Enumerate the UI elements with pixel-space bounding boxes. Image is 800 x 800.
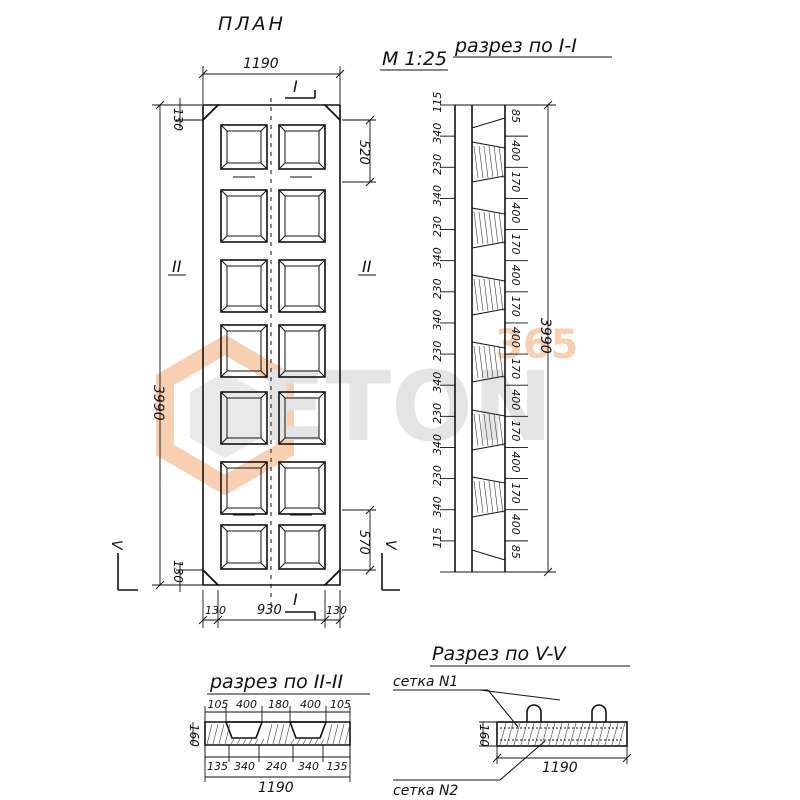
- dimension-label: 400: [509, 265, 522, 286]
- dimension-label: 400: [236, 698, 257, 711]
- dimension-label: 400: [509, 389, 522, 410]
- cut-2-mark-right: II: [362, 257, 372, 276]
- dimension-label: 230: [431, 341, 444, 362]
- section-2-view: 160 105 400 180 400 105 135 340 240 340 135 1190: [187, 698, 351, 796]
- dimension-label: 230: [431, 465, 444, 486]
- plan-cell: [220, 189, 268, 243]
- dimension-label: 170: [509, 420, 522, 441]
- bottom-left-dim: 130: [205, 604, 226, 617]
- plan-cell: [278, 324, 326, 378]
- plan-cell: [278, 461, 326, 515]
- plan-dimensions: 1190 I I 3990 130 130 II II 520: [108, 56, 400, 628]
- watermark-hexagon-icon: [156, 334, 294, 496]
- dimension-label: 240: [266, 760, 287, 773]
- dimension-label: 180: [268, 698, 289, 711]
- cut-5-mark-left: V: [108, 540, 124, 551]
- section-1-rib: [471, 141, 506, 183]
- section-1-overall-dim: 3990: [537, 318, 553, 354]
- section-2-overall-dim: 1190: [258, 780, 294, 796]
- mesh-1-label: сетка N1: [393, 674, 458, 690]
- cut-2-mark-left: II: [172, 257, 182, 276]
- dimension-label: 340: [234, 760, 255, 773]
- dimension-label: 85: [509, 109, 522, 123]
- plan-cell: [220, 391, 268, 445]
- plan-cell: [220, 524, 268, 570]
- dimension-label: 340: [431, 434, 444, 455]
- watermark-number: 365: [495, 322, 579, 368]
- plan-view: [202, 104, 341, 586]
- dimension-label: 230: [431, 216, 444, 237]
- dimension-label: 85: [509, 545, 522, 559]
- plan-cell: [278, 524, 326, 570]
- dimension-label: 340: [431, 185, 444, 206]
- section-5-view: 160 1190 сетка N1 сетка N2: [393, 674, 632, 799]
- dimension-label: 105: [330, 698, 351, 711]
- section-5-width-dim: 1190: [542, 760, 578, 776]
- plan-cell: [278, 259, 326, 313]
- dimension-label: 135: [327, 760, 348, 773]
- dimension-label: 170: [509, 296, 522, 317]
- plan-title: ПЛАН: [218, 13, 286, 35]
- dimension-label: 340: [431, 372, 444, 393]
- dimension-label: 135: [207, 760, 228, 773]
- bottom-right-dim: 130: [326, 604, 347, 617]
- section-1-view: 3990 115 340 230 340 230 340 230 340 230 340 230 34…: [431, 92, 556, 577]
- section-5-title: Разрез по V-V: [432, 643, 568, 665]
- plan-width-dim: 1190: [243, 56, 279, 72]
- dimension-label: 340: [431, 496, 444, 517]
- section-1-rib: [471, 274, 506, 316]
- plan-cell: [220, 124, 268, 170]
- section-2-title: разрез по II-II: [209, 671, 343, 693]
- bottom-mid-dim: 930: [257, 603, 282, 618]
- dimension-label: 400: [509, 514, 522, 535]
- dimension-label: 400: [300, 698, 321, 711]
- section-2-thickness-dim: 160: [187, 724, 201, 747]
- scale-label: М 1:25: [382, 48, 447, 70]
- dimension-label: 230: [431, 403, 444, 424]
- plan-cell: [278, 124, 326, 170]
- dimension-label: 115: [431, 92, 444, 113]
- dimension-label: 340: [431, 123, 444, 144]
- cut-1-mark-top: I: [293, 77, 298, 96]
- dimension-label: 170: [509, 358, 522, 379]
- plan-cell: [220, 259, 268, 313]
- section-1-title: разрез по I-I: [454, 35, 577, 57]
- dimension-label: 105: [208, 698, 229, 711]
- corner-bottom-dim: 130: [171, 560, 185, 583]
- dimension-label: 170: [509, 234, 522, 255]
- dimension-label: 170: [509, 483, 522, 504]
- dimension-label: 340: [298, 760, 319, 773]
- section-1-rib: [471, 409, 506, 451]
- dimension-label: 400: [509, 140, 522, 161]
- dimension-label: 400: [509, 451, 522, 472]
- dimension-label: 400: [509, 327, 522, 348]
- dimension-label: 340: [431, 310, 444, 331]
- plan-height-dim: 3990: [150, 385, 166, 421]
- end-top-dim: 520: [356, 140, 371, 165]
- section-1-rib: [471, 476, 506, 518]
- dimension-label: 230: [431, 154, 444, 175]
- plan-cell: [220, 324, 268, 378]
- dimension-label: 230: [431, 278, 444, 299]
- section-5-thickness-dim: 160: [477, 724, 491, 747]
- section-1-rib: [471, 207, 506, 249]
- plan-cell: [220, 461, 268, 515]
- corner-top-dim: 130: [171, 108, 185, 131]
- cut-5-mark-right: V: [382, 540, 398, 551]
- dimension-label: 340: [431, 247, 444, 268]
- mesh-2-label: сетка N2: [393, 783, 458, 799]
- section-1-rib: [471, 341, 506, 383]
- plan-cell: [278, 391, 326, 445]
- plan-cell: [278, 189, 326, 243]
- dimension-label: 400: [509, 202, 522, 223]
- dimension-label: 170: [509, 171, 522, 192]
- cut-1-mark-bottom: I: [293, 590, 298, 609]
- dimension-label: 115: [431, 527, 444, 548]
- end-bottom-dim: 570: [356, 530, 371, 555]
